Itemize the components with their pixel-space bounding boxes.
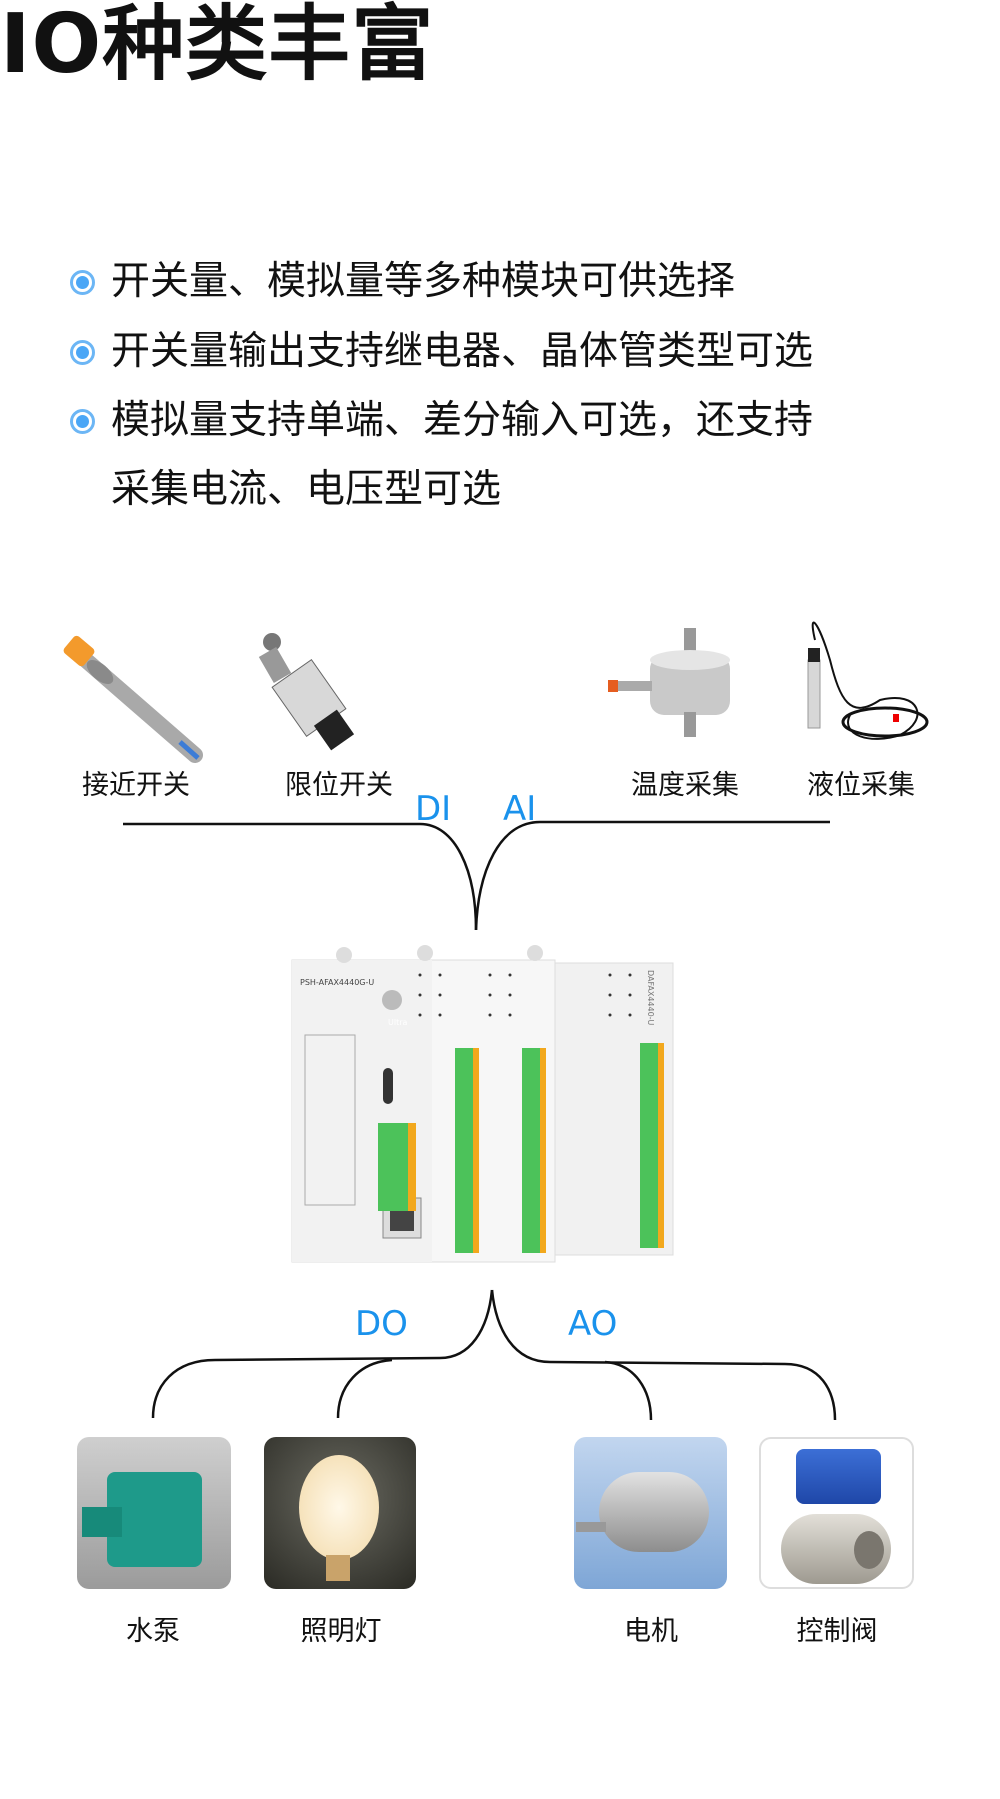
output-label-light: 照明灯 — [300, 1616, 382, 1647]
feature-text: 模拟量支持单端、差分输入可选，还支持 — [111, 398, 814, 443]
feature-text: 开关量、模拟量等多种模块可供选择 — [111, 259, 736, 304]
level-sensor-image — [807, 621, 929, 740]
device-model-text: PSH-AFAX4440G-U — [300, 978, 374, 987]
input-label-proximity-switch: 接近开关 — [82, 770, 190, 801]
bullet-icon — [70, 409, 95, 434]
feature-text: 开关量输出支持继电器、晶体管类型可选 — [111, 329, 814, 374]
page-title: IO种类丰富 — [0, 0, 435, 92]
control-valve-image — [759, 1437, 914, 1589]
module2-model-text: DAFAX4440-U — [646, 970, 655, 1026]
input-label-level: 液位采集 — [807, 770, 915, 801]
bullet-icon — [70, 340, 95, 365]
proximity-switch-image — [63, 635, 203, 763]
feature-text: 采集电流、电压型可选 — [111, 467, 502, 512]
di-label: DI — [415, 789, 452, 829]
output-label-motor: 电机 — [624, 1616, 678, 1647]
input-label-limit-switch: 限位开关 — [285, 770, 393, 801]
output-label-pump: 水泵 — [126, 1616, 180, 1647]
light-bulb-image — [264, 1437, 416, 1589]
limit-switch-image — [258, 633, 355, 751]
device-logo: Ultra — [388, 1018, 408, 1027]
ai-label: AI — [503, 789, 537, 829]
load-cell-image — [608, 628, 730, 737]
water-pump-image — [77, 1437, 231, 1589]
ao-label: AO — [568, 1304, 618, 1344]
output-label-valve: 控制阀 — [796, 1616, 878, 1647]
motor-image — [574, 1437, 727, 1589]
bullet-icon — [70, 270, 95, 295]
input-label-temperature: 温度采集 — [631, 770, 739, 801]
do-label: DO — [355, 1304, 408, 1344]
